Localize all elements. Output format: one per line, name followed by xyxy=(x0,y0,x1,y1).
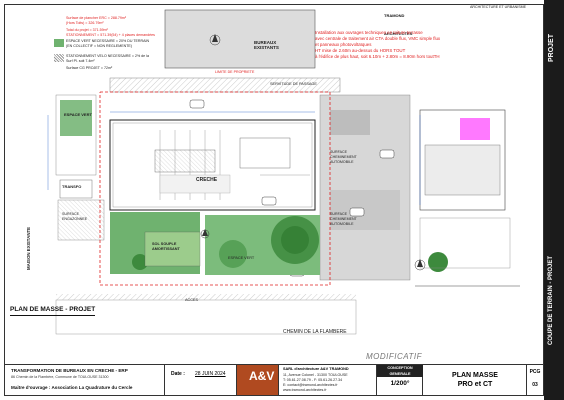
label-chemin: CHEMIN DE LA FLAMBERE xyxy=(283,329,347,335)
legend-swatch-green xyxy=(54,39,64,47)
top-note-line-1: Installation aux ouvrages techniques en … xyxy=(315,30,423,35)
label-espace-vert: ESPACE VERT xyxy=(64,112,92,117)
firm-address: 11, Avenue Colonel - 31300 TOULOUSE xyxy=(283,373,348,377)
surface-line-4: STATIONNEMENT = 571.39(54) + 4 places de… xyxy=(66,33,155,37)
top-note-line-5: à l'édifice de plus haut, soit 6.10m + 2… xyxy=(315,54,440,59)
plan-title: PLAN DE MASSE - PROJET xyxy=(10,306,96,313)
scale-value: 1/200° xyxy=(390,380,410,387)
firm-logo-icon: A&V xyxy=(249,369,275,383)
title-block: TRANSFORMATION DE BUREAUX EN CRECHE - ER… xyxy=(4,364,544,396)
legend-surface: Surface CG PROJET = 72m² xyxy=(66,66,113,70)
brand-name: TRAMOND ARCHITECTES xyxy=(384,13,413,36)
conception-label: CONCEPTION GENERALE xyxy=(377,365,423,377)
modificatif-label: MODIFICATIF xyxy=(366,352,423,361)
label-limite-propriete: LIMITE DE PROPRIETE xyxy=(215,70,255,74)
brand-subtitle: ARCHITECTURE ET URBANISME xyxy=(470,5,527,9)
date-value: 28 JUIN 2024 xyxy=(195,371,226,377)
plan-title-underline xyxy=(10,315,95,316)
top-note-line-3: et panneaux photovoltaïques xyxy=(315,42,372,47)
label-acces: ACCES xyxy=(185,298,199,302)
legend-stationnement: STATIONNEMENT VELO NECESSAIRE = 2% de la… xyxy=(66,54,149,63)
title-cell-code: PCG 03 xyxy=(527,365,543,395)
label-espace-vert-2: ESPACE VERT xyxy=(228,256,255,260)
project-address: 86 Chemin de la Flambère, Commune de TOU… xyxy=(11,375,109,379)
side-tab xyxy=(544,0,564,400)
surface-line-1: Surface de plancher ERC = 288.79m² xyxy=(66,16,127,20)
label-creche: CRECHE xyxy=(196,177,218,183)
title-cell-project: TRANSFORMATION DE BUREAUX EN CRECHE - ER… xyxy=(5,365,165,395)
side-tab-projet: PROJET xyxy=(548,33,555,62)
firm-phone: T: 05.61.27.08.79 - F: 05.61.26.27.34 xyxy=(283,378,343,382)
sheet-title: PLAN MASSE PRO et CT xyxy=(452,372,498,388)
label-surface-chem: SURFACE CHEMINEMENT AUTOMOBILE xyxy=(330,150,357,164)
top-note-line-2: avec centrale de traitement air CTA doub… xyxy=(315,36,441,41)
title-cell-firm: SARL d'architecture A&V TRAMOND 11, Aven… xyxy=(279,365,377,395)
title-cell-logo: A&V xyxy=(237,365,279,395)
sheet-code-number: 03 xyxy=(532,382,538,388)
project-owner: Maitre d'ouvrage : Association La Quadra… xyxy=(11,385,133,390)
firm-name: SARL d'architecture A&V TRAMOND xyxy=(283,367,349,371)
label-servitude: SERVITUDE DE PASSAGE xyxy=(270,82,317,86)
title-cell-sheet: PLAN MASSE PRO et CT xyxy=(423,365,527,395)
label-transfo: TRANSFO xyxy=(62,184,82,189)
brand-logo: TRAMOND ARCHITECTES xyxy=(384,4,424,36)
site-plan xyxy=(47,9,520,335)
label-bureaux-existants: BUREAUX EXISTANTS xyxy=(254,40,279,50)
top-note-line-4: HT mise de 2.60m au-dessus du HORS TOUT xyxy=(315,48,406,53)
date-label: Date : xyxy=(171,371,185,377)
project-title: TRANSFORMATION DE BUREAUX EN CRECHE - ER… xyxy=(11,368,128,373)
legend-espace-vert: ESPACE VERT NECESSAIRE = 20% DU TERRAIN … xyxy=(66,39,150,48)
title-cell-scale: CONCEPTION GENERALE 1/200° xyxy=(377,365,423,395)
title-cell-date: Date : 28 JUIN 2024 xyxy=(165,365,237,395)
sheet-code-label: PCG xyxy=(529,369,541,375)
label-surface-engazonnee: SURFACE ENGAZONNEE xyxy=(62,212,88,221)
firm-mail: E: contact@tramond-architectes.fr xyxy=(283,383,338,387)
top-note: Installation aux ouvrages techniques en … xyxy=(315,30,505,60)
label-maison-existante: MAISON EXISTANTE xyxy=(26,226,31,270)
label-surface-voie: SURFACE CHEMINEMENT AUTOMOBILE xyxy=(330,212,357,226)
firm-web: www.tramond-architectes.fr xyxy=(283,388,327,392)
side-tab-coupe: COUPE DE TERRAIN - PROJET xyxy=(548,255,554,345)
legend-swatch-hatch xyxy=(54,54,64,62)
surface-line-3: Total du projet = 371.59m² xyxy=(66,28,108,32)
label-sol-souple: SOL SOUPLE AMORTISSANT xyxy=(152,242,180,251)
surface-line-2: (Hors Toits) = 326.79m² xyxy=(66,21,104,25)
